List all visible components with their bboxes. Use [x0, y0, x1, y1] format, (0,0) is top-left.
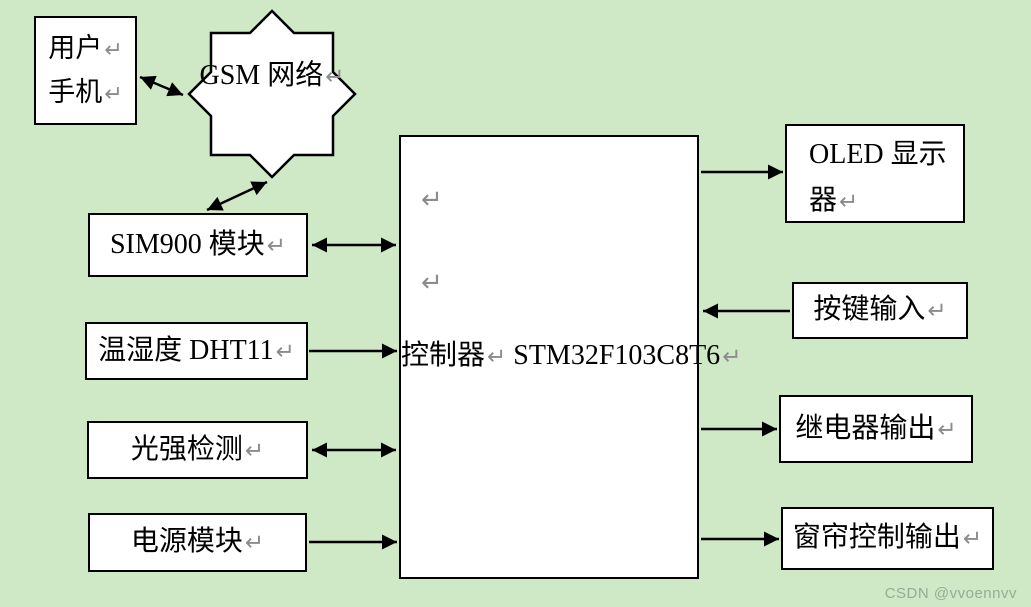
return-mark: ↵	[722, 344, 742, 370]
power-label: 电源模块↵	[130, 526, 265, 558]
keys-label: 按键输入↵	[813, 294, 947, 326]
return-mark: ↵	[104, 80, 123, 107]
node-controller: ↵ ↵ 控制器↵ STM32F103C8T6↵	[399, 135, 741, 579]
return-mark: ↵	[962, 526, 983, 553]
csdn-watermark: CSDN @vvoennvv	[884, 585, 1017, 602]
user-phone-line1: 用户↵	[48, 32, 123, 63]
arrow-userphone-gsm	[139, 75, 184, 97]
node-sim900: SIM900 模块↵	[88, 213, 308, 277]
light-label: 光强检测↵	[130, 433, 265, 465]
return-mark: ↵	[325, 64, 345, 90]
user-phone-line2: 手机↵	[48, 76, 123, 107]
node-dht11: 温湿度 DHT11↵	[85, 322, 308, 380]
return-mark: ↵	[937, 416, 957, 443]
node-key-input: 按键输入↵	[792, 282, 968, 339]
return-mark: ↵	[421, 268, 443, 298]
return-mark: ↵	[839, 189, 859, 215]
controller-line2: STM32F103C8T6↵	[513, 340, 742, 371]
return-mark: ↵	[927, 298, 947, 325]
node-relay-output: 继电器输出↵	[779, 395, 973, 463]
node-light-sensor: 光强检测↵	[87, 421, 308, 479]
oled-line2: 器↵	[809, 185, 859, 216]
node-curtain-output: 窗帘控制输出↵	[781, 507, 994, 570]
return-mark: ↵	[487, 344, 507, 370]
return-mark: ↵	[244, 437, 265, 464]
gsm-star-shape	[187, 9, 357, 179]
arrow-gsm-sim900	[206, 180, 268, 212]
return-mark: ↵	[244, 530, 265, 557]
gsm-line2: 网络↵	[267, 60, 345, 91]
node-user-phone: 用户↵ 手机↵	[34, 16, 137, 125]
controller-label: 控制器↵ STM32F103C8T6↵	[401, 332, 741, 381]
dht11-label: 温湿度 DHT11↵	[98, 334, 295, 366]
return-mark: ↵	[266, 232, 287, 259]
controller-line1: 控制器↵	[401, 340, 507, 371]
return-mark: ↵	[275, 338, 295, 365]
return-mark: ↵	[104, 36, 123, 63]
sim900-label: SIM900 模块↵	[109, 228, 287, 260]
gsm-line1: GSM	[199, 60, 261, 91]
node-gsm-network: GSM 网络↵	[189, 53, 355, 100]
oled-line1: OLED 显示	[809, 139, 947, 170]
curtain-label: 窗帘控制输出↵	[792, 522, 983, 554]
relay-label: 继电器输出↵	[795, 412, 957, 444]
node-oled-display: OLED 显示 器↵	[785, 124, 965, 223]
node-power-module: 电源模块↵	[88, 513, 307, 572]
return-mark: ↵	[421, 185, 443, 215]
